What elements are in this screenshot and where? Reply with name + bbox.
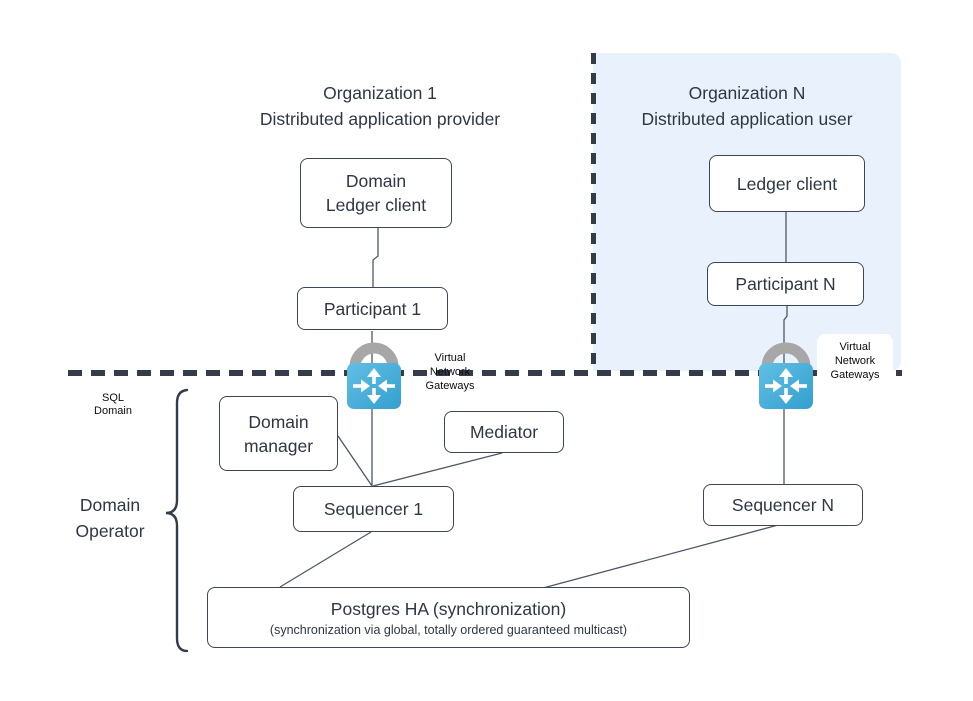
sql-domain-label: SQL Domain — [94, 392, 132, 417]
node-sequencer-1: Sequencer 1 — [293, 486, 454, 532]
node-label: Mediator — [469, 422, 539, 442]
node-domain-manager: Domain manager — [219, 396, 338, 471]
organization-n-left-dashed-border — [591, 53, 596, 371]
node-mediator: Mediator — [444, 411, 564, 453]
organization-n-region — [593, 53, 901, 371]
node-participant-n: Participant N — [707, 262, 864, 306]
node-label: Sequencer N — [731, 495, 835, 515]
node-sequencer-n: Sequencer N — [703, 484, 863, 526]
node-label: Ledger client — [736, 173, 838, 194]
node-ledger-client: Ledger client — [709, 155, 865, 212]
node-postgres-ha: Postgres HA (synchronization) (synchroni… — [207, 587, 690, 648]
domain-boundary-dashed-line — [68, 370, 902, 376]
organization-1-heading: Organization 1 Distributed application p… — [259, 83, 501, 129]
connector-sequencerN-to-postgres — [542, 523, 783, 589]
vng-label-right-box: Virtual Network Gateways — [817, 334, 893, 387]
node-label: Sequencer 1 — [323, 499, 424, 519]
organization-n-heading: Organization N Distributed application u… — [641, 83, 853, 129]
postgres-title: Postgres HA (synchronization) — [330, 599, 567, 619]
node-domain-ledger-client: Domain Ledger client — [300, 158, 452, 228]
node-label: Domain manager — [243, 411, 314, 456]
connector-sequencer1-to-postgres — [279, 531, 372, 588]
vpn-gateway-lock-icon — [347, 342, 401, 409]
node-label: Domain Ledger client — [325, 171, 427, 215]
vng-label-left: Virtual Network Gateways — [425, 352, 475, 392]
postgres-subtitle: (synchronization via global, totally ord… — [269, 623, 628, 637]
node-label: Participant N — [735, 274, 836, 294]
connector-dlc-to-participant1 — [372, 228, 379, 287]
vng-label-right: Virtual Network Gateways — [830, 340, 880, 381]
domain-operator-brace — [165, 388, 189, 653]
vpn-gateway-lock-icon — [759, 342, 813, 409]
node-label: Participant 1 — [323, 298, 422, 319]
domain-operator-label: Domain Operator — [75, 495, 145, 541]
connector-domainmanager-to-sequencer1 — [337, 435, 373, 487]
connector-mediator-to-sequencer1 — [372, 452, 503, 487]
node-participant-1: Participant 1 — [297, 287, 448, 330]
